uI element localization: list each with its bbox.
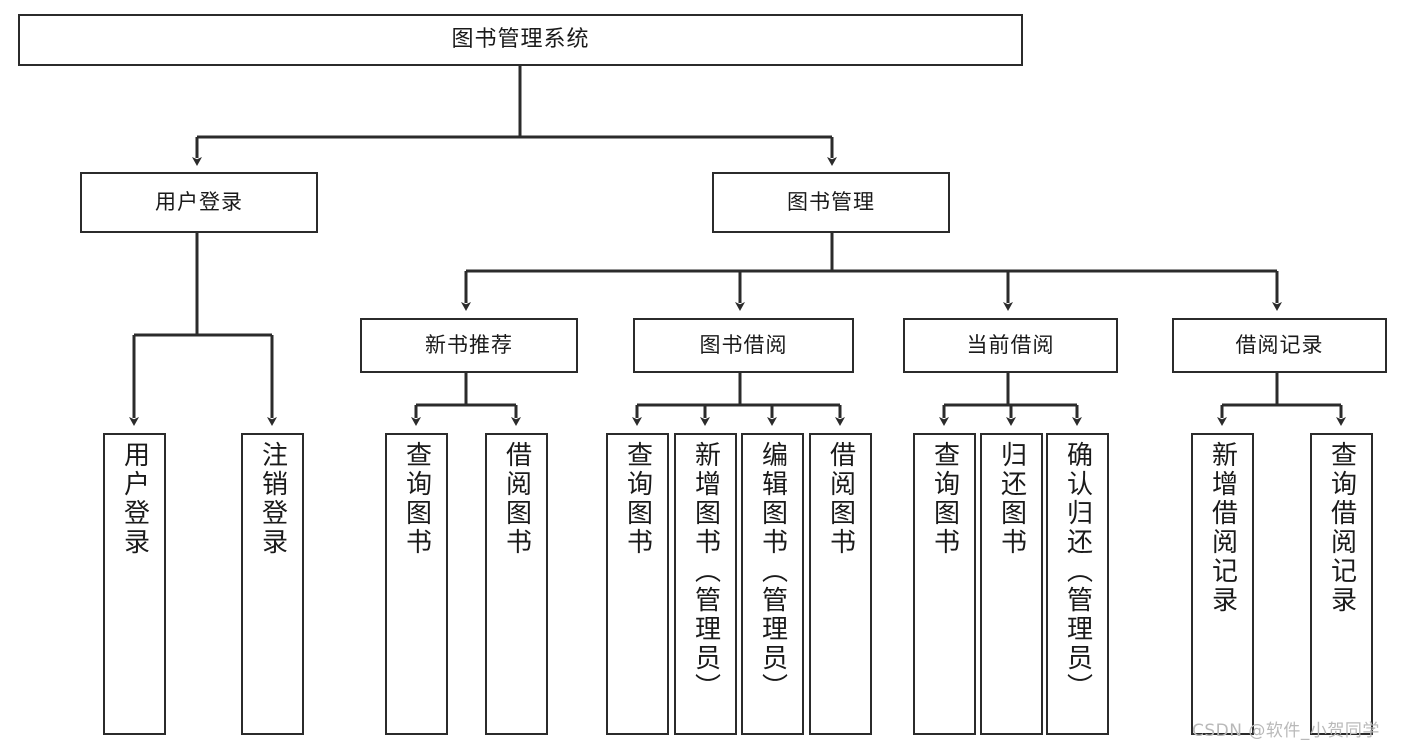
leaf-book-borrow-lend[interactable]: 借阅图书 — [809, 433, 872, 735]
node-label: 借阅图书 — [825, 441, 856, 557]
leaf-book-borrow-query[interactable]: 查询图书 — [606, 433, 669, 735]
node-label: 新增图书（管理员） — [690, 441, 721, 702]
leaf-book-borrow-add[interactable]: 新增图书（管理员） — [674, 433, 737, 735]
node-label: 用户登录 — [119, 441, 150, 557]
node-label: 图书借阅 — [699, 333, 788, 358]
node-label: 借阅记录 — [1235, 333, 1324, 358]
leaf-current-borrow-return[interactable]: 归还图书 — [980, 433, 1043, 735]
node-label: 注销登录 — [257, 441, 288, 557]
node-label: 用户登录 — [155, 190, 243, 215]
node-user-login[interactable]: 用户登录 — [80, 172, 318, 233]
leaf-current-borrow-confirm[interactable]: 确认归还（管理员） — [1046, 433, 1109, 735]
node-label: 归还图书 — [996, 441, 1027, 557]
node-label: 图书管理 — [787, 190, 875, 215]
node-label: 查询图书 — [929, 441, 960, 557]
node-label: 图书管理系统 — [451, 27, 590, 53]
node-current-borrow[interactable]: 当前借阅 — [903, 318, 1118, 373]
leaf-current-borrow-query[interactable]: 查询图书 — [913, 433, 976, 735]
node-label: 确认归还（管理员） — [1062, 441, 1093, 702]
leaf-user-login-signout[interactable]: 注销登录 — [241, 433, 304, 735]
node-borrow-record[interactable]: 借阅记录 — [1172, 318, 1387, 373]
node-label: 借阅图书 — [501, 441, 532, 557]
node-label: 新书推荐 — [425, 333, 513, 358]
node-label: 当前借阅 — [966, 333, 1055, 358]
node-book-borrow[interactable]: 图书借阅 — [633, 318, 854, 373]
node-new-book-recommend[interactable]: 新书推荐 — [360, 318, 578, 373]
node-label: 查询图书 — [401, 441, 432, 557]
node-label: 查询借阅记录 — [1326, 441, 1357, 615]
leaf-borrow-record-add[interactable]: 新增借阅记录 — [1191, 433, 1254, 735]
leaf-new-book-borrow[interactable]: 借阅图书 — [485, 433, 548, 735]
leaf-new-book-query[interactable]: 查询图书 — [385, 433, 448, 735]
leaf-book-borrow-edit[interactable]: 编辑图书（管理员） — [741, 433, 804, 735]
leaf-borrow-record-query[interactable]: 查询借阅记录 — [1310, 433, 1373, 735]
node-label: 查询图书 — [622, 441, 653, 557]
leaf-user-login-signin[interactable]: 用户登录 — [103, 433, 166, 735]
node-label: 新增借阅记录 — [1207, 441, 1238, 615]
node-label: 编辑图书（管理员） — [757, 441, 788, 702]
node-book-management[interactable]: 图书管理 — [712, 172, 950, 233]
watermark-text: CSDN @软件_小贺同学 — [1192, 721, 1380, 741]
node-root-system[interactable]: 图书管理系统 — [18, 14, 1023, 66]
